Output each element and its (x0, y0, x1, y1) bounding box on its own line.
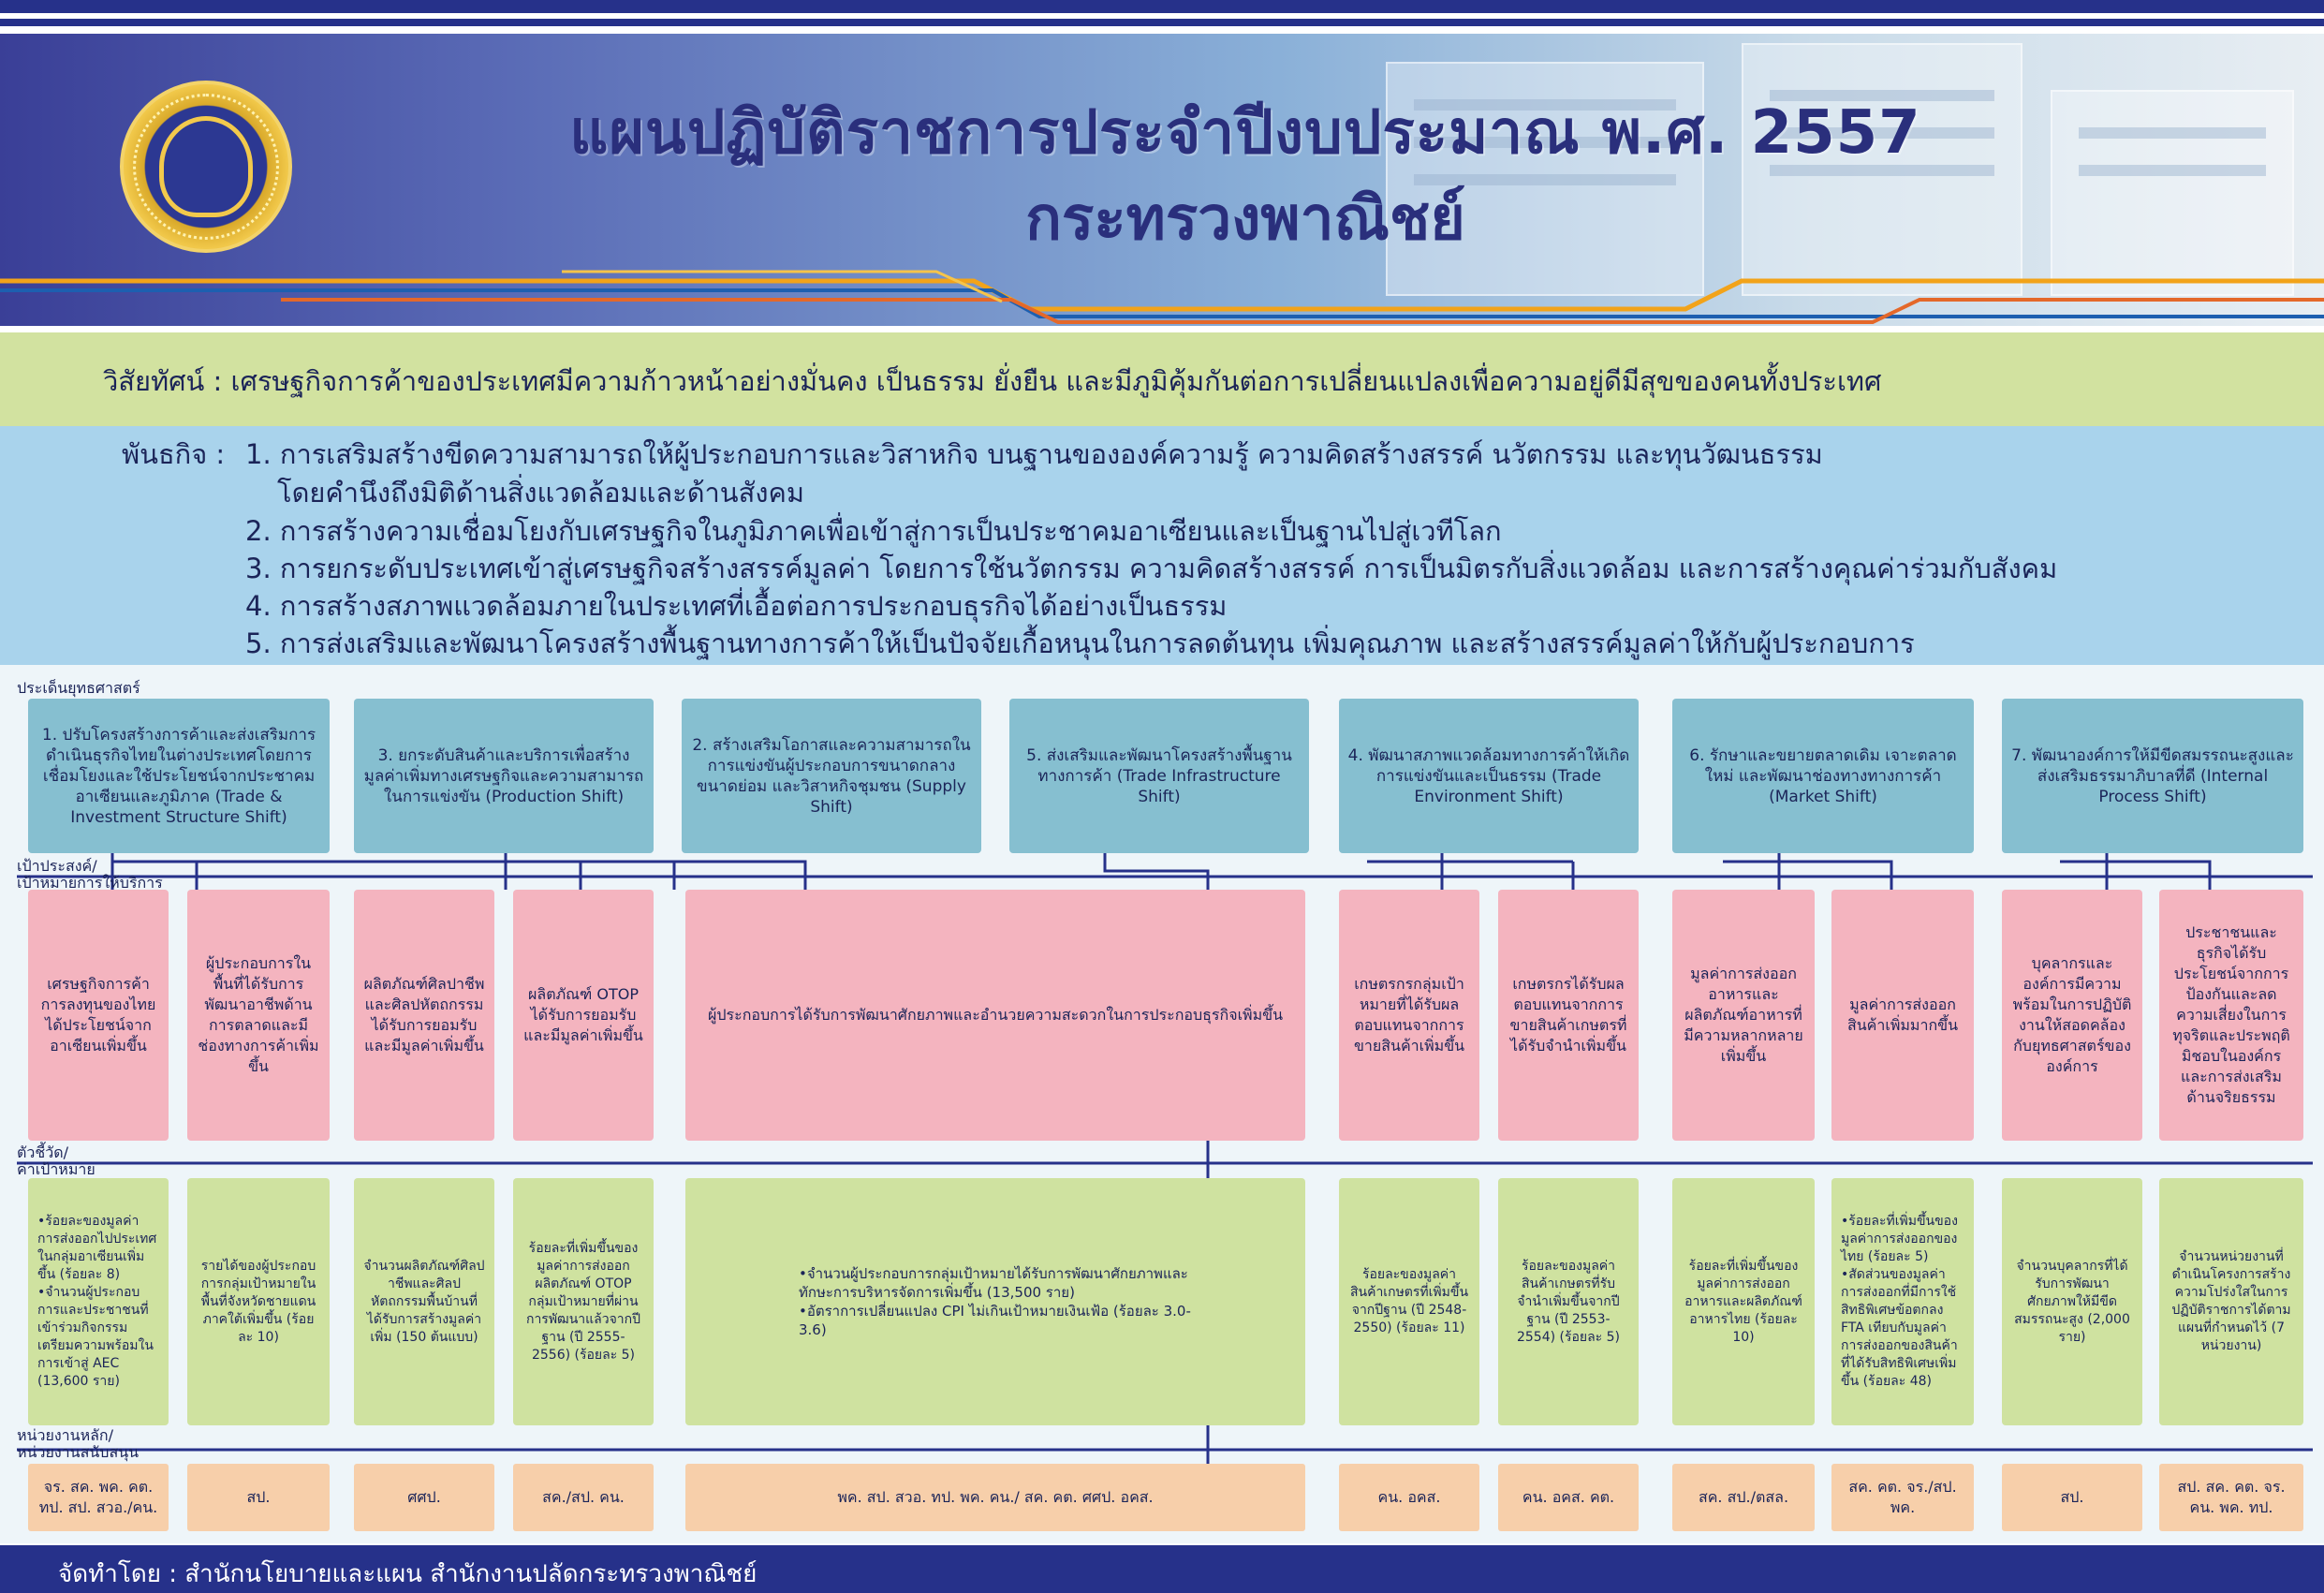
mission-label: พันธกิจ : (122, 438, 226, 470)
building-illustration (1742, 43, 2022, 296)
goal-box: มูลค่าการส่งออกอาหารและผลิตภัณฑ์อาหารที่… (1672, 890, 1815, 1141)
kpi-box: จำนวนบุคลากรที่ได้รับการพัฒนาศักยภาพให้ม… (2002, 1178, 2142, 1425)
goal-box: ผู้ประกอบการได้รับการพัฒนาศักยภาพและอำนว… (685, 890, 1305, 1141)
page-subtitle: กระทรวงพาณิชย์ (1025, 184, 1465, 254)
goal-box: ประชาชนและธุรกิจได้รับประโยชน์จากการป้อง… (2159, 890, 2303, 1141)
building-illustration (2051, 90, 2294, 296)
footer-credit: จัดทำโดย : สำนักนโยบายและแผน สำนักงานปลั… (58, 1560, 758, 1588)
kpi-box: ร้อยละของมูลค่าการส่งออกไปประเทศในกลุ่มอ… (28, 1178, 169, 1425)
goal-box: บุคลากรและองค์การมีความพร้อมในการปฏิบัติ… (2002, 890, 2142, 1141)
mission-item-4: 4. การสร้างสภาพแวดล้อมภายในประเทศที่เอื้… (245, 590, 1228, 622)
vision-statement: วิสัยทัศน์ : เศรษฐกิจการค้าของประเทศมีคว… (103, 365, 1882, 397)
header-banner (0, 34, 2324, 326)
mission-item-1-cont: โดยคำนึงถึงมิติด้านสิ่งแวดล้อมและด้านสัง… (277, 477, 805, 509)
header-swoosh-lines (0, 270, 2324, 324)
mission-item-3: 3. การยกระดับประเทศเข้าสู่เศรษฐกิจสร้างส… (245, 553, 2058, 584)
row-label-agency: หน่วยงานหลัก/ (17, 1426, 114, 1444)
goal-box: ผลิตภัณฑ์ OTOP ได้รับการยอมรับและมีมูลค่… (513, 890, 654, 1141)
kpi-box: จำนวนหน่วยงานที่ดำเนินโครงการสร้างความโป… (2159, 1178, 2303, 1425)
agency-box: สป. (2002, 1464, 2142, 1531)
seal-emblem (159, 116, 253, 217)
top-stripe (0, 0, 2324, 13)
goal-box: เกษตรกรกลุ่มเป้าหมายที่ได้รับผลตอบแทนจาก… (1339, 890, 1479, 1141)
mission-item-1: 1. การเสริมสร้างขีดความสามารถให้ผู้ประกอ… (245, 438, 1823, 470)
agency-box: พค. สป. สวอ. ทป. พค. คน./ สค. คต. ศศป. อ… (685, 1464, 1305, 1531)
kpi-box: ร้อยละที่เพิ่มขึ้นของมูลค่าการส่งออกอาหา… (1672, 1178, 1815, 1425)
strategy-box-1: 1. ปรับโครงสร้างการค้าและส่งเสริมการดำเน… (28, 699, 330, 853)
agency-box: คน. อคส. คต. (1498, 1464, 1639, 1531)
agency-box: ศศป. (354, 1464, 494, 1531)
building-window (1770, 90, 1994, 101)
building-window (2079, 127, 2266, 139)
mission-item-2: 2. การสร้างความเชื่อมโยงกับเศรษฐกิจในภูม… (245, 515, 1502, 547)
strategy-box-4: 4. พัฒนาสภาพแวดล้อมทางการค้าให้เกิดการแข… (1339, 699, 1639, 853)
agency-box: คน. อคส. (1339, 1464, 1479, 1531)
building-window (1770, 127, 1994, 139)
kpi-box: จำนวนผู้ประกอบการกลุ่มเป้าหมายได้รับการพ… (685, 1178, 1305, 1425)
top-stripe-thin (0, 19, 2324, 26)
row-label-kpi-2: ค่าเป้าหมาย (17, 1160, 96, 1178)
kpi-item: ร้อยละที่เพิ่มขึ้นของมูลค่าการส่งออกของไ… (1841, 1213, 1964, 1266)
building-window (1414, 137, 1676, 148)
row-label-agency-2: หน่วยงานสนับสนุน (17, 1443, 140, 1461)
building-window (1414, 174, 1676, 185)
row-label-kpi: ตัวชี้วัด/ (17, 1143, 68, 1161)
goal-box: เกษตรกรได้รับผลตอบแทนจากการขายสินค้าเกษต… (1498, 890, 1639, 1141)
building-illustration (1386, 62, 1704, 296)
goal-box: มูลค่าการส่งออกสินค้าเพิ่มมากขึ้น (1831, 890, 1974, 1141)
kpi-box: จำนวนผลิตภัณฑ์ศิลปาชีพและศิลปหัตถกรรมพื้… (354, 1178, 494, 1425)
goal-box: ผลิตภัณฑ์ศิลปาชีพและศิลปหัตถกรรมได้รับกา… (354, 890, 494, 1141)
building-window (1770, 165, 1994, 176)
kpi-item: อัตราการเปลี่ยนแปลง CPI ไม่เกินเป้าหมายเ… (799, 1302, 1192, 1339)
kpi-item: จำนวนผู้ประกอบการกลุ่มเป้าหมายได้รับการพ… (799, 1264, 1192, 1302)
row-label-goal-2: เป้าหมายการให้บริการ (17, 874, 163, 892)
seal-ring (133, 94, 279, 240)
strategy-box-2: 2. สร้างเสริมโอกาสและความสามารถในการแข่ง… (682, 699, 981, 853)
strategy-box-7: 7. พัฒนาองค์การให้มีขีดสมรรถนะสูงและส่งเ… (2002, 699, 2303, 853)
row-label-goal: เป้าประสงค์/ (17, 857, 97, 875)
mission-band (0, 426, 2324, 665)
kpi-item: สัดส่วนของมูลค่าการส่งออกที่มีการใช้สิทธ… (1841, 1266, 1964, 1391)
building-window (2079, 165, 2266, 176)
agency-box: สป. (187, 1464, 330, 1531)
ministry-seal-logo (120, 81, 292, 253)
kpi-item: จำนวนผู้ประกอบการและประชาชนที่เข้าร่วมกิ… (37, 1284, 159, 1391)
footer-bar (0, 1545, 2324, 1593)
agency-box: จร. สค. พค. คต. ทป. สป. สวอ./คน. (28, 1464, 169, 1531)
kpi-box: ร้อยละที่เพิ่มขึ้นของมูลค่าการส่งออกของไ… (1831, 1178, 1974, 1425)
agency-box: สค. คต. จร./สป. พค. (1831, 1464, 1974, 1531)
row-label-strategy: ประเด็นยุทธศาสตร์ (17, 679, 140, 697)
kpi-box: รายได้ของผู้ประกอบการกลุ่มเป้าหมายในพื้น… (187, 1178, 330, 1425)
mission-item-5: 5. การส่งเสริมและพัฒนาโครงสร้างพื้นฐานทา… (245, 627, 1915, 659)
page-title: แผนปฏิบัติราชการประจำปีงบประมาณ พ.ศ. 255… (569, 98, 1921, 168)
kpi-box: ร้อยละของมูลค่าสินค้าเกษตรที่เพิ่มขึ้นจา… (1339, 1178, 1479, 1425)
strategy-box-5: 5. ส่งเสริมและพัฒนาโครงสร้างพื้นฐานทางกา… (1009, 699, 1309, 853)
goal-box: เศรษฐกิจการค้าการลงทุนของไทยได้ประโยชน์จ… (28, 890, 169, 1141)
kpi-box: ร้อยละของมูลค่าสินค้าเกษตรที่รับจำนำเพิ่… (1498, 1178, 1639, 1425)
strategy-box-6: 6. รักษาและขยายตลาดเดิม เจาะตลาดใหม่ และ… (1672, 699, 1974, 853)
kpi-item: ร้อยละของมูลค่าการส่งออกไปประเทศในกลุ่มอ… (37, 1213, 159, 1284)
agency-box: สป. สค. คต. จร. คน. พค. ทป. (2159, 1464, 2303, 1531)
vision-band (0, 332, 2324, 426)
kpi-box: ร้อยละที่เพิ่มขึ้นของมูลค่าการส่งออกผลิต… (513, 1178, 654, 1425)
agency-box: สค. สป./ตสล. (1672, 1464, 1815, 1531)
agency-box: สค./สป. คน. (513, 1464, 654, 1531)
goal-box: ผู้ประกอบการในพื้นที่ได้รับการพัฒนาอาชีพ… (187, 890, 330, 1141)
building-window (1414, 99, 1676, 111)
strategy-box-3: 3. ยกระดับสินค้าและบริการเพื่อสร้างมูลค่… (354, 699, 654, 853)
